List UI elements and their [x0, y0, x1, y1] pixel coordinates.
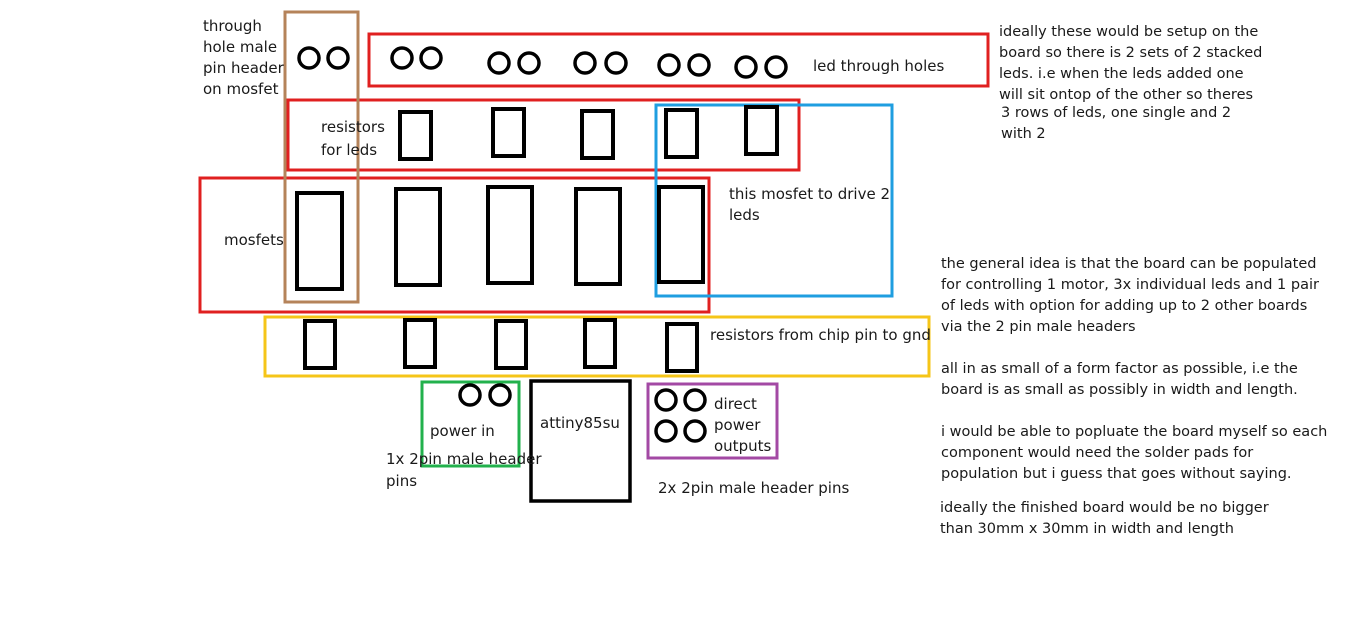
led-resistor-pads	[398, 105, 779, 161]
pin-hole	[488, 383, 512, 407]
mosfet-pad	[574, 187, 622, 286]
label-line: pin header	[203, 59, 285, 77]
label-line: power	[714, 416, 761, 434]
note-line: via the 2 pin male headers	[941, 319, 1136, 335]
note-line: population but i guess that goes without…	[941, 466, 1292, 482]
label-line: pins	[386, 472, 417, 490]
resistor-pad	[665, 322, 699, 373]
pin-hole	[297, 46, 321, 70]
header-2x-label: 2x 2pin male header pins	[658, 479, 849, 497]
mosfet-pads	[295, 185, 705, 291]
label-line: outputs	[714, 437, 771, 455]
led-hole	[487, 51, 511, 75]
attiny-label: attiny85su	[540, 414, 620, 432]
populate-note: i would be able to popluate the board my…	[941, 424, 1332, 482]
led-hole	[419, 46, 443, 70]
direct-power-label: direct power outputs	[714, 395, 771, 455]
note-line: board is as small as possibly in width a…	[941, 382, 1298, 398]
label-line: leds	[729, 206, 760, 224]
resistors-for-leds-label: resistors for leds	[321, 118, 390, 159]
note-line: ideally these would be setup on the	[999, 24, 1258, 40]
resistor-pad	[494, 319, 528, 370]
note-line: i would be able to popluate the board my…	[941, 424, 1327, 440]
resistors-chip-gnd-label: resistors from chip pin to gnd	[710, 326, 931, 344]
resistor-pad	[664, 108, 699, 159]
led-resistors-box	[286, 98, 801, 172]
led-hole	[734, 55, 758, 79]
through-hole-label: through hole male pin header on mosfet	[203, 17, 289, 98]
note-line: component would need the solder pads for	[941, 445, 1253, 461]
note-line: ideally the finished board would be no b…	[940, 500, 1269, 516]
label-line: hole male	[203, 38, 277, 56]
mosfets-box	[198, 176, 711, 314]
label-line: this mosfet to drive 2	[729, 185, 890, 203]
general-idea-note: the general idea is that the board can b…	[941, 256, 1324, 335]
led-hole	[390, 46, 414, 70]
through-hole-header-box	[283, 10, 360, 304]
led-through-holes-label: led through holes	[813, 57, 944, 75]
resistor-pad	[403, 318, 437, 369]
note-line: with 2	[1001, 126, 1046, 142]
led-stacking-note: ideally these would be setup on the boar…	[999, 24, 1267, 142]
mosfet-pad	[657, 185, 705, 284]
led-hole	[764, 55, 788, 79]
direct-power-pins	[654, 388, 707, 443]
through-hole-pins	[297, 46, 350, 70]
attiny-chip	[529, 379, 632, 503]
mosfet-pad	[486, 185, 534, 285]
power-in-pins	[458, 383, 512, 407]
note-line: all in as small of a form factor as poss…	[941, 361, 1298, 377]
note-line: than 30mm x 30mm in width and length	[940, 521, 1234, 537]
led-holes	[390, 46, 788, 79]
gnd-resistors-box	[263, 315, 931, 378]
note-line: will sit ontop of the other so theres	[999, 87, 1253, 103]
resistor-pad	[583, 318, 617, 369]
mosfet-pad	[295, 191, 344, 291]
resistor-pad	[580, 109, 615, 160]
direct-power-box	[646, 382, 779, 460]
label-line: resistors	[321, 118, 385, 136]
note-line: leds. i.e when the leds added one	[999, 66, 1244, 82]
power-in-box	[420, 380, 521, 468]
pin-hole	[683, 388, 707, 412]
mosfet-drive-two-label: this mosfet to drive 2 leds	[729, 185, 895, 224]
note-line: board so there is 2 sets of 2 stacked	[999, 45, 1262, 61]
pin-hole	[326, 46, 350, 70]
note-line: the general idea is that the board can b…	[941, 256, 1317, 272]
led-hole	[687, 53, 711, 77]
pin-hole	[654, 419, 678, 443]
note-line: 3 rows of leds, one single and 2	[1001, 105, 1231, 121]
resistor-pad	[303, 319, 337, 370]
label-line: on mosfet	[203, 80, 279, 98]
led-hole	[657, 53, 681, 77]
label-line: through	[203, 17, 262, 35]
header-1x-label: 1x 2pin male header pins	[386, 450, 546, 490]
resistor-pad	[398, 110, 433, 161]
label-line: direct	[714, 395, 757, 413]
gnd-resistor-pads	[303, 318, 699, 373]
mosfets-label: mosfets	[224, 231, 284, 249]
resistor-pad	[744, 105, 779, 156]
label-line: for leds	[321, 141, 377, 159]
led-holes-box	[367, 32, 990, 88]
resistor-pad	[491, 107, 526, 158]
note-line: of leds with option for adding up to 2 o…	[941, 298, 1307, 314]
pin-hole	[458, 383, 482, 407]
mosfet-pad	[394, 187, 442, 287]
led-hole	[573, 51, 597, 75]
size-note: ideally the finished board would be no b…	[940, 500, 1273, 537]
led-hole	[604, 51, 628, 75]
pin-hole	[683, 419, 707, 443]
label-line: 1x 2pin male header	[386, 450, 542, 468]
pin-hole	[654, 388, 678, 412]
power-in-label: power in	[430, 422, 495, 440]
led-hole	[517, 51, 541, 75]
form-factor-note: all in as small of a form factor as poss…	[941, 361, 1302, 398]
note-line: for controlling 1 motor, 3x individual l…	[941, 277, 1319, 293]
